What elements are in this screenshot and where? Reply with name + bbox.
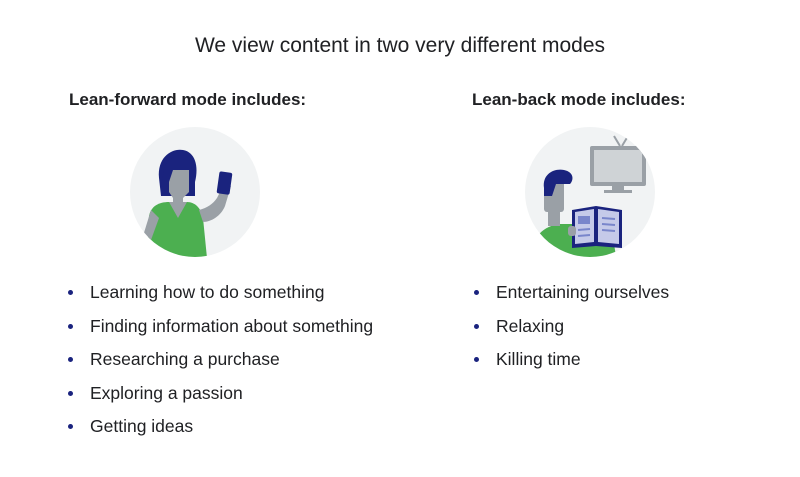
page-title: We view content in two very different mo… <box>194 34 606 57</box>
bullet-icon <box>68 323 73 329</box>
list-item-label: Finding information about something <box>90 315 374 336</box>
list-item: Relaxing <box>474 314 669 348</box>
list-item-label: Getting ideas <box>90 416 194 436</box>
bullet-icon <box>68 390 73 396</box>
list-item: Entertaining ourselves <box>474 280 669 314</box>
lean-back-list: Entertaining ourselves Relaxing Killing … <box>474 280 669 381</box>
lean-forward-heading: Lean-forward mode includes: <box>69 90 307 109</box>
list-item: Finding information about something <box>68 314 373 348</box>
lean-forward-list: Learning how to do something Finding inf… <box>68 280 373 448</box>
list-item: Getting ideas <box>68 414 373 448</box>
list-item: Learning how to do something <box>68 280 373 314</box>
list-item-label: Researching a purchase <box>90 349 280 369</box>
list-item-label: Relaxing <box>496 315 565 336</box>
list-item-label: Killing time <box>496 349 581 369</box>
bullet-icon <box>474 323 479 329</box>
list-item: Killing time <box>474 347 669 381</box>
person-reading-watching-tv-icon <box>525 127 655 257</box>
bullet-icon <box>68 424 73 429</box>
person-holding-phone-icon <box>130 127 260 257</box>
bullet-icon <box>474 290 479 295</box>
list-item-label: Exploring a passion <box>90 382 243 403</box>
bullet-icon <box>68 290 73 295</box>
lean-back-heading: Lean-back mode includes: <box>472 90 686 109</box>
bullet-icon <box>68 357 73 362</box>
list-item-label: Entertaining ourselves <box>496 282 670 302</box>
list-item-label: Learning how to do something <box>90 282 325 302</box>
list-item: Exploring a passion <box>68 381 373 415</box>
bullet-icon <box>474 357 479 362</box>
list-item: Researching a purchase <box>68 347 373 381</box>
